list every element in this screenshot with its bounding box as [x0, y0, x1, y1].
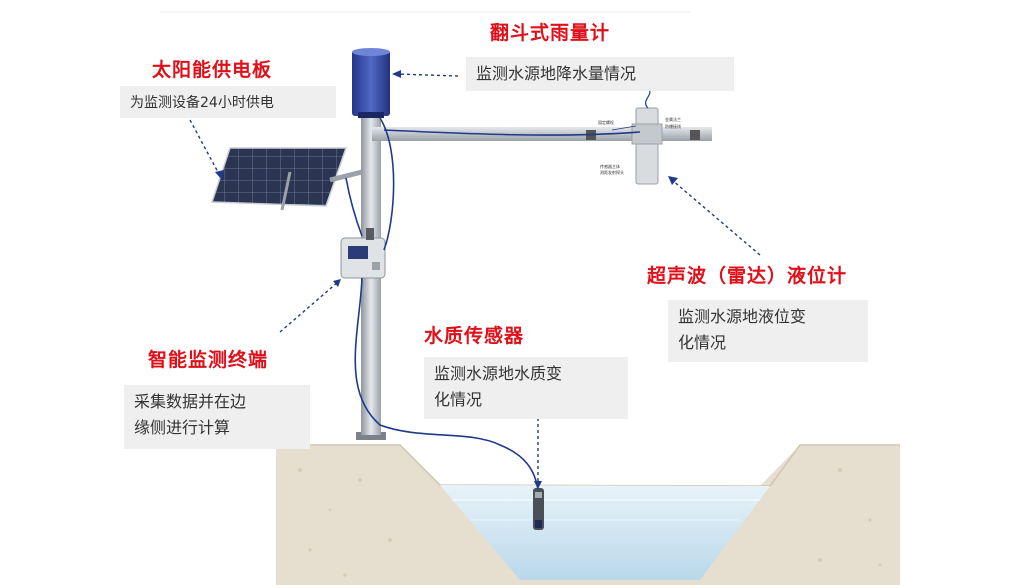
- water-body: [440, 485, 770, 580]
- level-meter-desc: 监测水源地液位变 化情况: [668, 300, 868, 362]
- solar-panel-title: 太阳能供电板: [152, 59, 273, 81]
- level-meter-device: 固定螺栓 金属法兰 防爆接线 传感器主体 测距发射探头: [598, 87, 681, 185]
- solar-panel-desc: 为监测设备24小时供电: [120, 86, 336, 118]
- water-sensor-title: 水质传感器: [424, 325, 525, 347]
- arrow-heads: [215, 70, 678, 489]
- svg-text:测距发射探头: 测距发射探头: [600, 169, 624, 175]
- rain-gauge-device: [352, 48, 390, 118]
- level-meter-desc-line1: 监测水源地液位变: [678, 307, 807, 326]
- water-sensor-desc: 监测水源地水质变 化情况: [424, 357, 628, 419]
- terminal-desc-line2: 缘侧进行计算: [134, 418, 231, 437]
- terminal-desc: 采集数据并在边 缘侧进行计算: [124, 385, 310, 449]
- terminal-desc-line1: 采集数据并在边: [134, 392, 247, 411]
- arrow-terminal: [279, 281, 339, 333]
- water-sensor-desc-line1: 监测水源地水质变: [434, 364, 563, 383]
- rain-gauge-desc: 监测水源地降水量情况: [466, 57, 734, 91]
- svg-text:金属法兰: 金属法兰: [665, 116, 681, 122]
- cables: [345, 117, 641, 491]
- level-meter-desc-line2: 化情况: [678, 333, 727, 352]
- svg-text:防爆接线: 防爆接线: [665, 123, 681, 129]
- sensor-arm: [372, 127, 712, 141]
- rain-gauge-title: 翻斗式雨量计: [490, 22, 611, 44]
- svg-text:固定螺栓: 固定螺栓: [598, 119, 614, 125]
- pointer-arrows: [189, 73, 761, 484]
- water-sensor-desc-line2: 化情况: [434, 390, 483, 409]
- arrow-solar-panel: [189, 119, 221, 177]
- terminal-title: 智能监测终端: [148, 349, 269, 371]
- solar-panel-device: [210, 147, 363, 211]
- pole-base: [356, 432, 386, 440]
- arrow-level-meter: [671, 179, 761, 256]
- arrow-rain-gauge: [395, 73, 459, 77]
- water-sensor-device: [533, 488, 544, 530]
- svg-text:传感器主体: 传感器主体: [600, 163, 620, 169]
- monitoring-terminal-device: [340, 228, 386, 279]
- level-meter-title: 超声波（雷达）液位计: [647, 265, 848, 287]
